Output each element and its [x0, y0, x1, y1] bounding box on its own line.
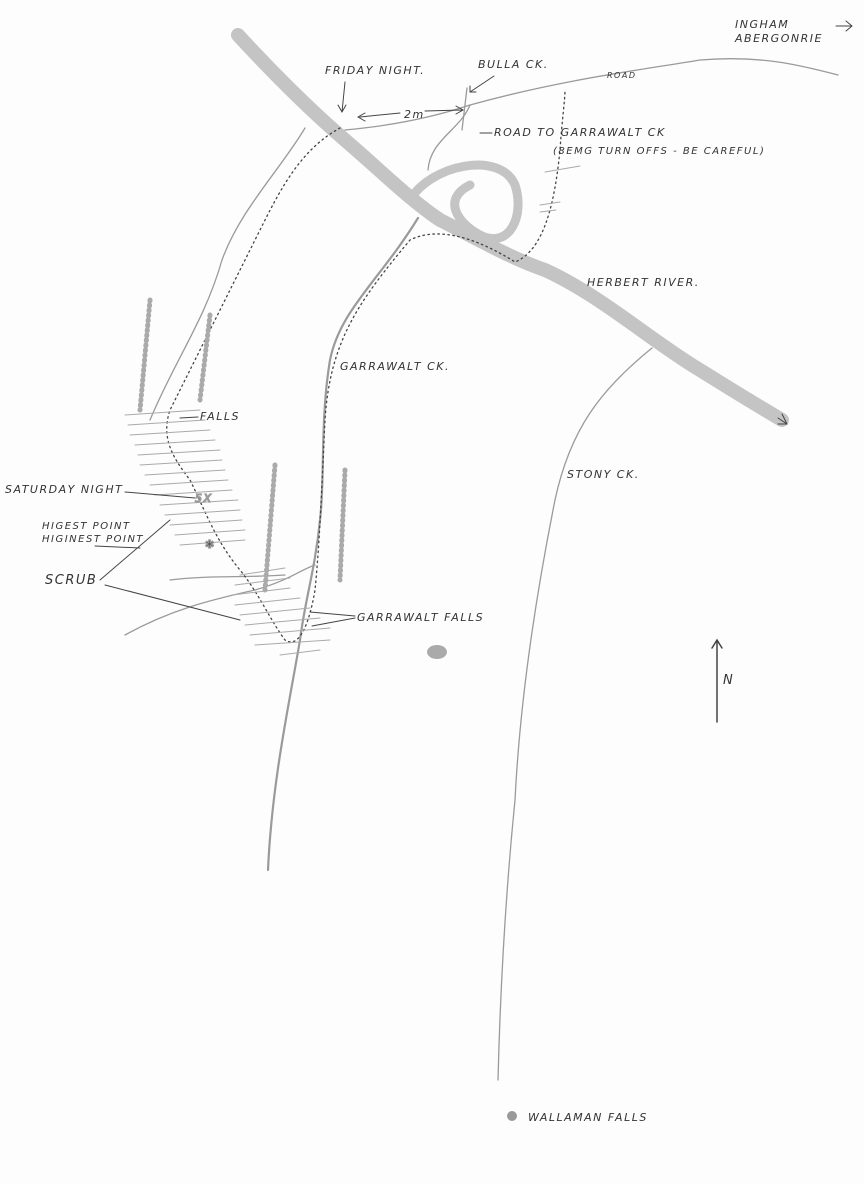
distance-arrow — [356, 105, 465, 122]
label-garrawalt-ck: GARRAWALT CK. — [340, 360, 450, 373]
label-highest-point-1: HIGEST POINT — [42, 521, 131, 532]
scrub-hatching — [124, 165, 581, 656]
herbert-river — [231, 28, 789, 427]
label-stony-ck: STONY CK. — [567, 468, 640, 481]
label-highest-point-2: HIGINEST POINT — [42, 534, 144, 545]
label-road: ROAD — [607, 71, 637, 80]
label-herbert-river: HERBERT RIVER. — [587, 276, 700, 289]
north-arrow[interactable] — [711, 638, 723, 723]
garrawalt-creek — [266, 216, 420, 872]
stony-creek — [497, 347, 653, 1081]
label-wallaman-falls: WALLAMAN FALLS — [528, 1111, 648, 1124]
river-loop — [405, 160, 523, 244]
tributary — [124, 564, 316, 636]
label-north: N — [723, 673, 734, 688]
road-to-garrawalt — [427, 104, 471, 171]
tributary — [169, 574, 286, 581]
scrub-leader-2 — [104, 584, 241, 621]
friday-night-arrow — [337, 81, 347, 114]
saturday-night-marker: 5X — [195, 492, 213, 505]
label-turnoff-warning: (8EMG TURN OFFS - BE CAREFUL) — [553, 146, 765, 157]
label-abergonrie: ABERGONRIE — [734, 32, 823, 45]
label-ingham: INGHAM — [735, 18, 789, 31]
label-distance: 2m — [404, 108, 425, 121]
road — [344, 58, 839, 131]
highest-leader — [94, 545, 141, 549]
bulla-arrow — [469, 75, 495, 93]
label-falls: FALLS — [200, 410, 240, 423]
label-saturday-night: SATURDAY NIGHT — [5, 483, 123, 496]
scrub-leader-1 — [99, 519, 171, 581]
hill-blob — [427, 645, 447, 659]
western-creek — [149, 127, 306, 421]
ridge-ticks — [137, 297, 348, 593]
highest-point-marker: ✱ — [205, 538, 216, 551]
saturday-leader — [124, 491, 196, 499]
label-garrawalt-falls: GARRAWALT FALLS — [357, 611, 484, 624]
falls-leader — [179, 416, 199, 419]
label-road-to-garrawalt: ROAD TO GARRAWALT CK — [494, 126, 666, 139]
ingham-arrow — [835, 20, 853, 32]
label-bulla-ck: BULLA CK. — [478, 58, 549, 71]
wallaman-falls-marker — [507, 1111, 517, 1121]
label-friday-night: FRIDAY NIGHT. — [325, 64, 425, 77]
river-arrow — [777, 413, 788, 425]
garrawalt-falls-leader — [309, 611, 356, 627]
label-scrub: SCRUB — [45, 573, 97, 588]
bulla-ck — [461, 87, 468, 131]
